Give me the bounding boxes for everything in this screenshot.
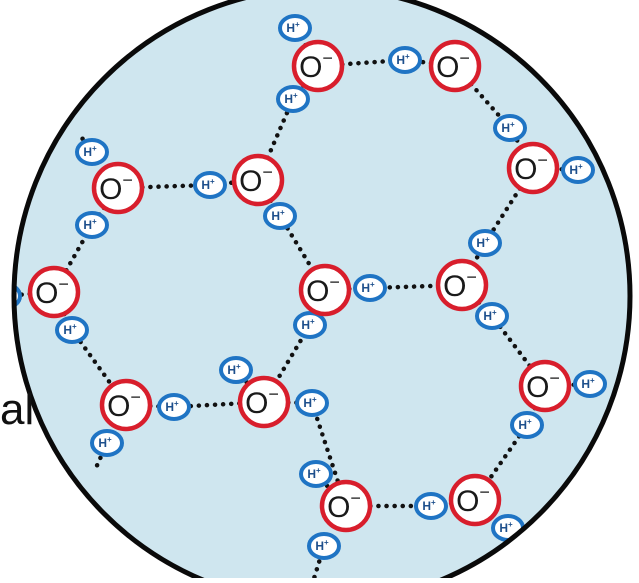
hydrogen-ion: H+ <box>276 85 310 113</box>
hydrogen-ion: H+ <box>75 138 109 166</box>
hydrogen-ion: H+ <box>295 389 329 417</box>
hydrogen-ion: H+ <box>561 156 595 184</box>
hydrogen-layer: H+ H+ H+ H+ H+ H+ H+ H+ H+ H+ H+ H+ H+ H+ H+ H+ H+ H+ H+ H+… <box>0 14 607 560</box>
oxygen-symbol: O− <box>514 150 548 186</box>
hydrogen-ion: H+ <box>55 316 89 344</box>
oxygen-layer: O− O− O− O− O− O− O− O− O− O− O− O− O− <box>27 39 572 533</box>
hydrogen-ion: H+ <box>353 274 387 302</box>
hydrogen-ion: H+ <box>573 370 607 398</box>
side-label: al <box>0 385 35 434</box>
hydrogen-bond <box>92 440 110 473</box>
hydrogen-ion: H+ <box>493 114 527 142</box>
oxygen-ion: O− <box>435 258 489 312</box>
oxygen-ion: O− <box>506 141 560 195</box>
hydrogen-ion: H+ <box>263 202 297 230</box>
hydrogen-ion: H+ <box>510 411 544 439</box>
hydrogen-ion: H+ <box>307 532 341 560</box>
hydrogen-ion: H+ <box>0 282 22 310</box>
oxygen-symbol: O− <box>35 274 69 310</box>
oxygen-ion: O− <box>231 153 285 207</box>
hydrogen-ion: H+ <box>293 311 327 339</box>
lattice-circle-border <box>11 0 633 583</box>
hydrogen-ion: H+ <box>90 429 124 457</box>
oxygen-ion: O− <box>237 375 291 429</box>
hydrogen-ion: H+ <box>388 46 422 74</box>
hydrogen-bond <box>261 287 328 405</box>
hydrogen-ion: H+ <box>75 211 109 239</box>
oxygen-ion: O− <box>91 161 145 215</box>
hydrogen-ion: H+ <box>193 171 227 199</box>
oxygen-symbol: O− <box>299 48 333 84</box>
hydrogen-ion: H+ <box>278 14 312 42</box>
oxygen-ion: O− <box>291 39 345 93</box>
hydrogen-ion: H+ <box>157 393 191 421</box>
hydrogen-symbol: H+ <box>0 288 10 303</box>
hydrogen-ion: H+ <box>475 302 509 330</box>
oxygen-ion: O− <box>298 263 352 317</box>
hydrogen-ion: H+ <box>219 356 253 384</box>
oxygen-ion: O− <box>518 359 572 413</box>
oxygen-ion: O− <box>27 265 81 319</box>
hydrogen-ion: H+ <box>468 229 502 257</box>
hydrogen-ion: H+ <box>414 492 448 520</box>
oxygen-ion: O− <box>428 39 482 93</box>
oxygen-ion: O− <box>448 473 502 527</box>
oxygen-ion: O− <box>99 378 153 432</box>
oxygen-ion: O− <box>319 479 373 533</box>
hydrogen-ion: H+ <box>299 460 333 488</box>
hydrogen-bond <box>115 177 261 191</box>
